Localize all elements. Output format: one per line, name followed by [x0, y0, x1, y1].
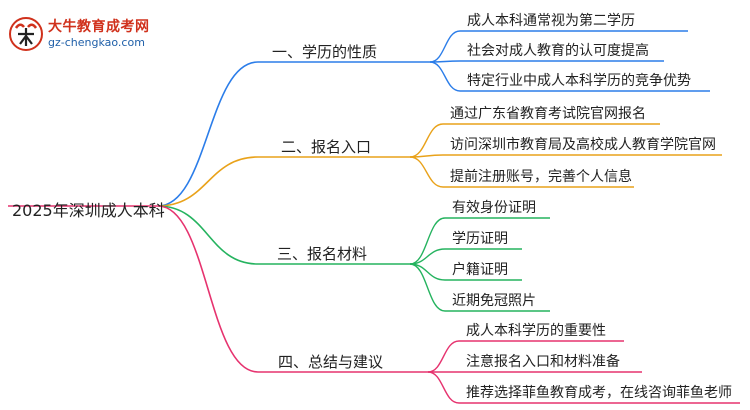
leaf-label-4-1: 成人本科学历的重要性 — [466, 323, 606, 339]
branch-3-leaf-2-connector — [409, 248, 446, 265]
branch-4-leaf-3-connector — [427, 371, 460, 404]
branch-2-leaf-3-connector — [409, 156, 444, 188]
branch-label-2: 二、报名入口 — [281, 138, 372, 156]
leaf-label-2-1: 通过广东省教育考试院官网报名 — [450, 106, 646, 122]
root-to-branch-2-connector — [157, 156, 259, 207]
leaf-label-4-3: 推荐选择菲鱼教育成考，在线咨询菲鱼老师 — [466, 385, 732, 401]
leaf-label-1-1: 成人本科通常视为第二学历 — [467, 13, 635, 29]
branch-4-leaf-1-connector — [427, 340, 460, 373]
branch-2-leaf-1-connector — [409, 123, 444, 158]
root-topic: 2025年深圳成人本科 — [12, 201, 165, 220]
root-to-branch-4-connector — [157, 205, 259, 373]
branch-1-leaf-3-connector — [429, 61, 461, 92]
root-to-branch-3-connector — [157, 205, 259, 265]
logo-title: 大牛教育成考网 — [48, 19, 150, 35]
leaf-label-2-2: 访问深圳市教育局及高校成人教育学院官网 — [450, 137, 716, 153]
leaf-label-2-3: 提前注册账号，完善个人信息 — [450, 169, 632, 185]
branch-label-3: 三、报名材料 — [277, 245, 368, 263]
leaf-label-3-2: 学历证明 — [452, 231, 508, 247]
root-to-branch-1-connector — [157, 61, 259, 207]
branch-label-4: 四、总结与建议 — [278, 353, 384, 371]
bull-logo-icon — [9, 17, 43, 51]
leaf-label-1-2: 社会对成人教育的认可度提高 — [467, 43, 649, 59]
leaf-label-3-1: 有效身份证明 — [452, 200, 536, 216]
site-logo[interactable]: 大牛教育成考网 gz-chengkao.com — [8, 14, 178, 54]
leaf-label-3-4: 近期免冠照片 — [452, 293, 536, 309]
logo-url[interactable]: gz-chengkao.com — [48, 36, 145, 49]
branch-label-1: 一、学历的性质 — [272, 43, 378, 61]
branch-3-leaf-1-connector — [409, 217, 446, 265]
branch-1-leaf-1-connector — [429, 30, 461, 63]
branch-3-leaf-4-connector — [409, 263, 446, 312]
leaf-label-4-2: 注意报名入口和材料准备 — [466, 354, 620, 370]
leaf-label-3-3: 户籍证明 — [452, 262, 508, 278]
leaf-label-1-3: 特定行业中成人本科学历的竞争优势 — [467, 73, 691, 89]
